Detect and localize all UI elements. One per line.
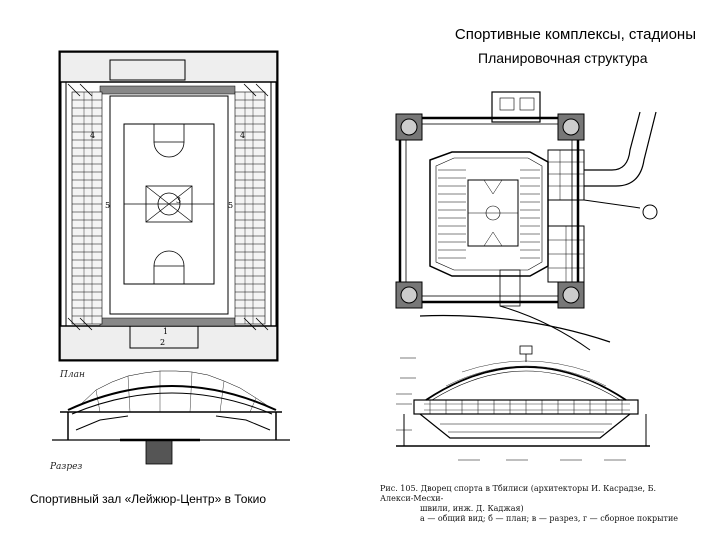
right-stands xyxy=(234,91,266,325)
right-section-drawing xyxy=(396,345,650,461)
plan-number-1: 1 xyxy=(163,327,168,336)
left-plan-drawing xyxy=(58,50,279,362)
plan-number-4b: 4 xyxy=(240,131,245,140)
right-plan-drawing xyxy=(395,91,658,351)
plan-number-3: 3 xyxy=(176,196,181,205)
section-label: Разрез xyxy=(50,462,83,472)
left-stands xyxy=(71,91,103,325)
plan-label: План xyxy=(60,370,85,380)
page-subtitle: Планировочная структура xyxy=(478,50,648,66)
right-caption-line-2: швили, инж. Д. Каджая) xyxy=(420,504,524,513)
right-figure-caption: Рис. 105. Дворец спорта в Тбилиси (архит… xyxy=(380,484,690,524)
left-section-drawing xyxy=(52,370,290,465)
left-figure-caption: Спортивный зал «Лейжюр-Центр» в Токио xyxy=(30,492,267,506)
page-title: Спортивные комплексы, стадионы xyxy=(454,26,696,43)
right-caption-line-1: Рис. 105. Дворец спорта в Тбилиси (архит… xyxy=(380,484,657,503)
plan-number-4a: 4 xyxy=(90,131,95,140)
right-caption-line-3: а — общий вид; б — план; в — разрез, г —… xyxy=(420,514,679,523)
plan-number-5b: 5 xyxy=(228,201,233,210)
plan-number-2: 2 xyxy=(160,338,165,347)
plan-number-5a: 5 xyxy=(105,201,110,210)
